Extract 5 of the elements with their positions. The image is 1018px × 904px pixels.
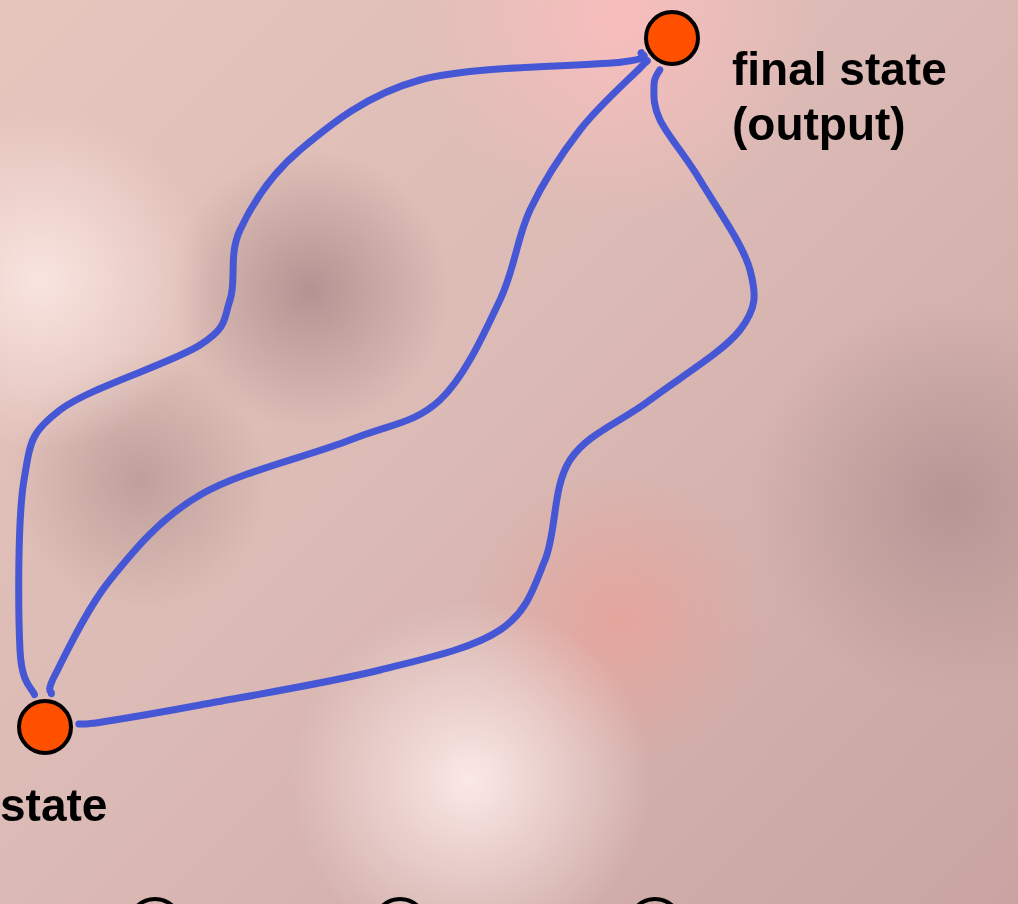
- state-dot: [17, 699, 73, 755]
- wavy-line: [75, 66, 758, 728]
- state-label: final state (output): [732, 42, 948, 153]
- state-dot: [644, 10, 700, 66]
- state-label: state: [0, 778, 109, 833]
